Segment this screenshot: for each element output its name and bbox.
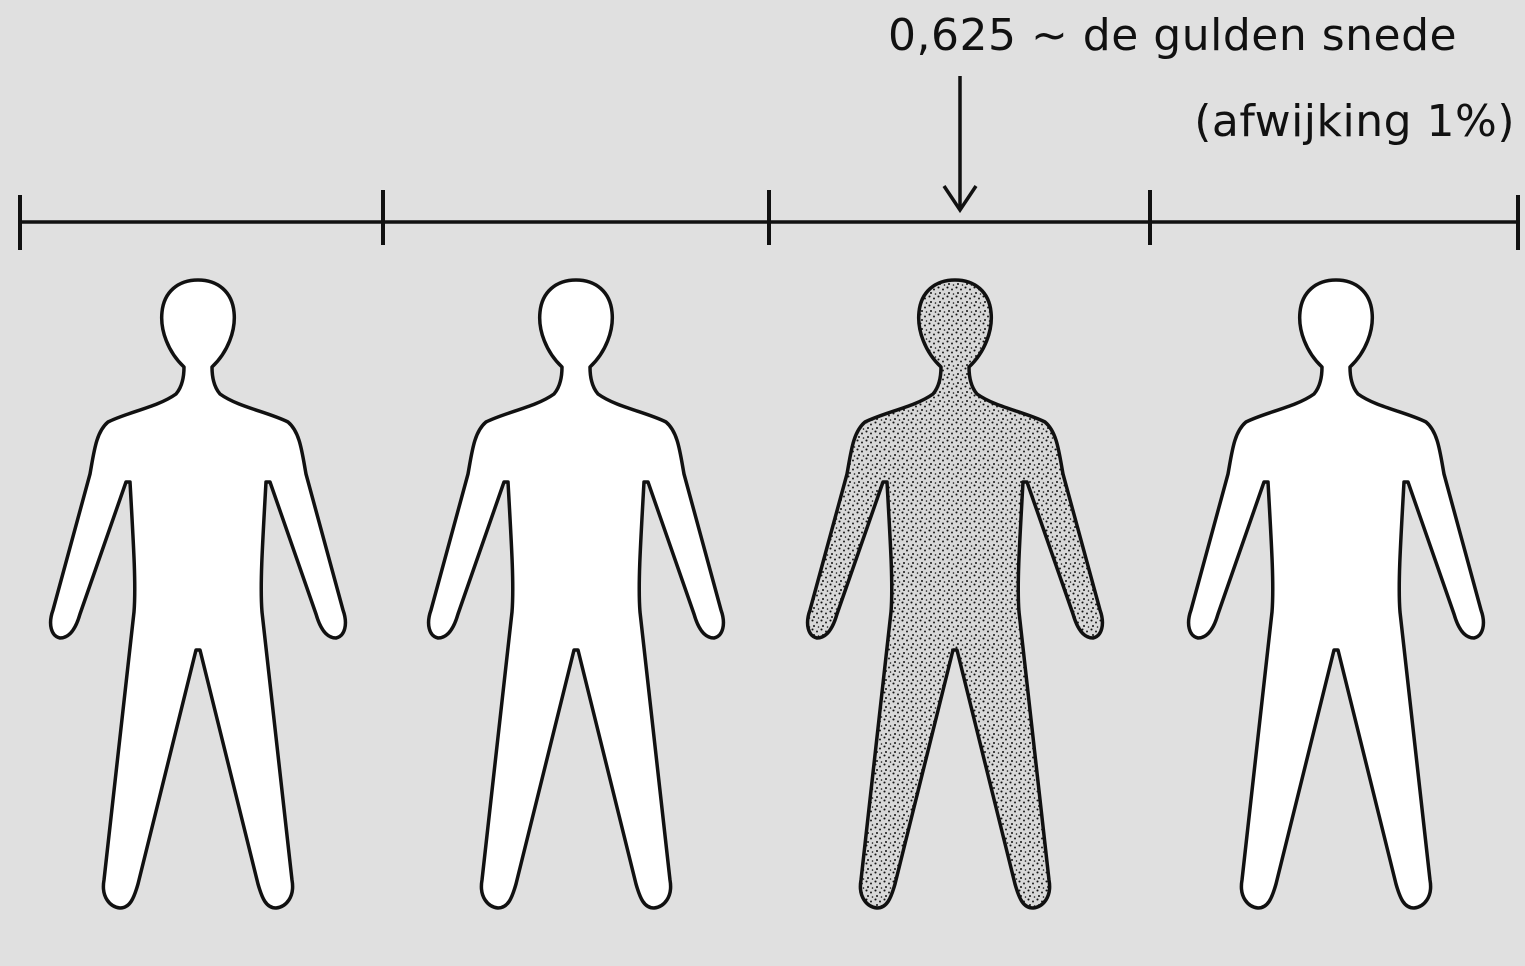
scale-bar <box>18 190 1520 250</box>
human-figure <box>1189 280 1484 908</box>
human-figure-highlighted <box>808 280 1103 908</box>
human-figure <box>51 280 346 908</box>
golden-ratio-arrow <box>944 76 976 210</box>
human-figure <box>429 280 724 908</box>
